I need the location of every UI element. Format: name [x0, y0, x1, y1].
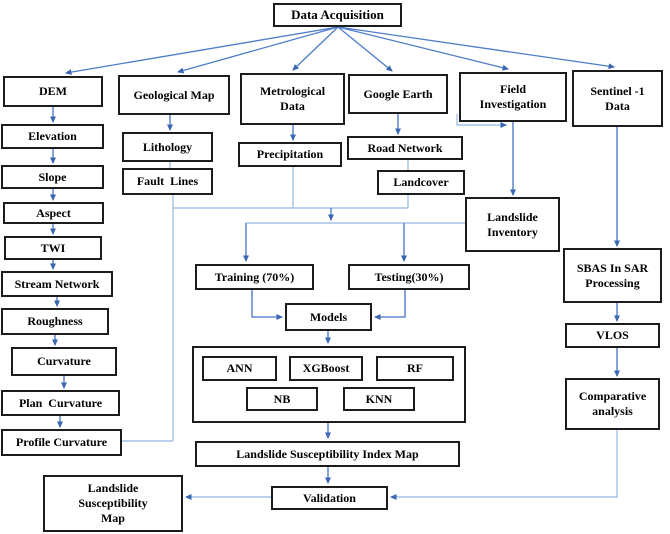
- edge-training-to-models: [251, 290, 283, 320]
- node-metrological-data: Metrological Data: [240, 73, 345, 125]
- edge-acquisition-to-field-investigation: [337, 26, 509, 71]
- edge-acquisition-to-geological-map: [177, 26, 339, 74]
- node-precipitation: Precipitation: [238, 142, 342, 167]
- edge-acquisition-to-dem: [65, 26, 339, 76]
- node-slope: Slope: [1, 165, 104, 189]
- node-comparative-analysis: Comparative analysis: [565, 378, 660, 430]
- node-lithology: Lithology: [122, 132, 213, 162]
- node-sentinel-1-data: Sentinel -1 Data: [572, 70, 663, 127]
- node-models-group: [192, 346, 466, 423]
- node-sbas-insar-processing: SBAS In SAR Processing: [563, 248, 662, 303]
- node-field-investigation: Field Investigation: [459, 72, 567, 122]
- node-training: Training (70%): [195, 264, 314, 290]
- node-landslide-susceptibility-map: Landslide Susceptibility Map: [43, 475, 183, 532]
- edge-comparative-to-validation: [390, 430, 618, 500]
- node-xgboost: XGBoost: [289, 356, 363, 381]
- node-dem: DEM: [3, 76, 103, 107]
- node-plan-curvature: Plan Curvature: [1, 390, 120, 416]
- edge-acquisition-to-google-earth: [337, 26, 393, 72]
- edge-acquisition-to-sentinel: [337, 26, 615, 70]
- node-data-acquisition: Data Acquisition: [273, 3, 402, 27]
- node-landslide-susceptibility-index-map: Landslide Susceptibility Index Map: [195, 441, 460, 467]
- node-rf: RF: [376, 356, 454, 381]
- node-stream-network: Stream Network: [1, 271, 113, 297]
- node-nb: NB: [246, 387, 318, 411]
- node-aspect: Aspect: [3, 202, 104, 224]
- node-models: Models: [285, 303, 372, 331]
- node-profile-curvature: Profile Curvature: [1, 429, 122, 456]
- edge-acquisition-to-metrological: [292, 26, 339, 71]
- node-fault-lines: Fault Lines: [122, 168, 213, 195]
- node-landslide-inventory: Landslide Inventory: [465, 197, 560, 252]
- node-twi: TWI: [4, 236, 102, 260]
- edge-google-earth-to-inventory-line: [456, 114, 507, 128]
- edge-testing-to-models: [374, 290, 406, 320]
- node-testing: Testing(30%): [348, 264, 470, 290]
- node-landcover: Landcover: [377, 170, 465, 195]
- node-ann: ANN: [202, 356, 277, 381]
- node-curvature: Curvature: [11, 347, 117, 376]
- node-geological-map: Geological Map: [118, 75, 230, 115]
- node-elevation: Elevation: [1, 124, 104, 149]
- node-vlos: VLOS: [565, 323, 660, 348]
- node-roughness: Roughness: [1, 308, 109, 335]
- node-road-network: Road Network: [347, 136, 463, 160]
- node-google-earth: Google Earth: [348, 74, 448, 114]
- node-knn: KNN: [343, 387, 415, 411]
- node-validation: Validation: [271, 486, 388, 510]
